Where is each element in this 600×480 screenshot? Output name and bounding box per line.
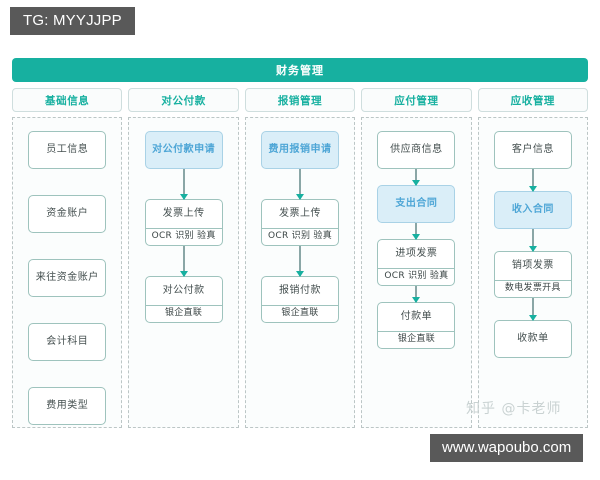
flow-node[interactable]: 付款单银企直联 bbox=[377, 302, 456, 349]
flow-node-subtitle: 银企直联 bbox=[262, 305, 339, 322]
column-header-5[interactable]: 应收管理 bbox=[477, 88, 589, 112]
column-body-5: 客户信息收入合同销项发票数电发票开具收款单 bbox=[477, 117, 589, 428]
finance-management-diagram: 财务管理 基础信息员工信息资金账户来往资金账户会计科目费用类型对公付款对公付款申… bbox=[12, 58, 589, 428]
flow-node-title: 对公付款申请 bbox=[152, 144, 216, 155]
flow-node[interactable]: 发票上传 OCR 识别 验真 bbox=[144, 199, 223, 246]
flow-node[interactable]: 对公付款申请 bbox=[144, 131, 223, 169]
flow-node-subtitle: OCR 识别 验真 bbox=[262, 228, 339, 245]
flow-node-title: 供应商信息 bbox=[390, 144, 443, 155]
flow-node[interactable]: 发票上传 OCR 识别 验真 bbox=[261, 199, 340, 246]
flow-node-title: 销项发票 bbox=[511, 260, 554, 271]
flow-node-title: 进项发票 bbox=[395, 248, 438, 259]
flow-node-title: 员工信息 bbox=[46, 144, 89, 155]
flow-node[interactable]: 收款单 bbox=[493, 320, 572, 358]
tg-badge: TG: MYYJJPP bbox=[10, 7, 135, 35]
flow-node-title: 收入合同 bbox=[511, 204, 554, 215]
flow-node-subtitle: OCR 识别 验真 bbox=[145, 228, 222, 245]
diagram-column: 应收管理客户信息收入合同销项发票数电发票开具收款单 bbox=[477, 88, 589, 428]
flow-node-title: 对公付款 bbox=[162, 285, 205, 296]
diagram-column: 应付管理供应商信息支出合同进项发票 OCR 识别 验真付款单银企直联 bbox=[361, 88, 472, 428]
flow-arrow bbox=[528, 298, 537, 321]
flow-node[interactable]: 对公付款银企直联 bbox=[144, 276, 223, 323]
diagram-column: 基础信息员工信息资金账户来往资金账户会计科目费用类型 bbox=[12, 88, 123, 428]
flow-node[interactable]: 员工信息 bbox=[28, 131, 107, 169]
flow-node[interactable]: 收入合同 bbox=[493, 191, 572, 229]
column-header-1[interactable]: 基础信息 bbox=[12, 88, 123, 112]
flow-node-subtitle: 银企直联 bbox=[378, 331, 455, 348]
flow-node[interactable]: 供应商信息 bbox=[377, 131, 456, 169]
flow-arrow bbox=[179, 246, 188, 277]
flow-node-subtitle: OCR 识别 验真 bbox=[378, 268, 455, 285]
flow-node-title: 收款单 bbox=[517, 333, 549, 344]
flow-arrow bbox=[296, 169, 305, 200]
column-body-2: 对公付款申请发票上传 OCR 识别 验真对公付款银企直联 bbox=[128, 117, 239, 428]
flow-arrow bbox=[296, 246, 305, 277]
flow-node[interactable]: 资金账户 bbox=[28, 195, 107, 233]
flow-node-title: 发票上传 bbox=[162, 208, 205, 219]
flow-node-title: 来往资金账户 bbox=[35, 272, 99, 283]
flow-node-title: 报销付款 bbox=[279, 285, 322, 296]
diagram-title-bar: 财务管理 bbox=[12, 58, 588, 82]
column-header-3[interactable]: 报销管理 bbox=[244, 88, 356, 112]
flow-node[interactable]: 支出合同 bbox=[377, 185, 456, 223]
flow-arrow bbox=[412, 286, 421, 303]
flow-node-title: 费用报销申请 bbox=[268, 144, 332, 155]
column-header-4[interactable]: 应付管理 bbox=[361, 88, 472, 112]
flow-node-title: 资金账户 bbox=[46, 208, 89, 219]
flow-node[interactable]: 费用类型 bbox=[28, 387, 107, 425]
flow-node[interactable]: 会计科目 bbox=[28, 323, 107, 361]
column-body-1: 员工信息资金账户来往资金账户会计科目费用类型 bbox=[12, 117, 123, 428]
flow-node-title: 付款单 bbox=[400, 311, 433, 322]
flow-node-subtitle: 银企直联 bbox=[145, 305, 222, 322]
flow-node[interactable]: 销项发票数电发票开具 bbox=[493, 251, 572, 298]
diagram-column: 报销管理费用报销申请发票上传 OCR 识别 验真报销付款银企直联 bbox=[244, 88, 356, 428]
flow-arrow bbox=[528, 169, 537, 192]
flow-node-title: 费用类型 bbox=[46, 400, 89, 411]
flow-arrow bbox=[412, 169, 421, 186]
flow-node[interactable]: 来往资金账户 bbox=[28, 259, 107, 297]
column-header-2[interactable]: 对公付款 bbox=[128, 88, 239, 112]
flow-node[interactable]: 费用报销申请 bbox=[261, 131, 340, 169]
flow-arrow bbox=[412, 223, 421, 240]
flow-node-title: 客户信息 bbox=[511, 144, 554, 155]
flow-node[interactable]: 进项发票 OCR 识别 验真 bbox=[377, 239, 456, 286]
diagram-columns: 基础信息员工信息资金账户来往资金账户会计科目费用类型对公付款对公付款申请发票上传… bbox=[12, 88, 589, 428]
flow-arrow bbox=[179, 169, 188, 200]
flow-node-title: 会计科目 bbox=[46, 336, 89, 347]
flow-node-title: 支出合同 bbox=[395, 198, 438, 209]
flow-node-title: 发票上传 bbox=[279, 208, 322, 219]
flow-arrow bbox=[528, 229, 537, 252]
site-watermark: 知乎 @卡老师 bbox=[466, 401, 562, 417]
url-badge: www.wapoubo.com bbox=[430, 434, 584, 462]
flow-node[interactable]: 客户信息 bbox=[493, 131, 572, 169]
flow-node[interactable]: 报销付款银企直联 bbox=[261, 276, 340, 323]
column-body-4: 供应商信息支出合同进项发票 OCR 识别 验真付款单银企直联 bbox=[361, 117, 472, 428]
flow-node-subtitle: 数电发票开具 bbox=[494, 280, 571, 297]
column-body-3: 费用报销申请发票上传 OCR 识别 验真报销付款银企直联 bbox=[244, 117, 356, 428]
